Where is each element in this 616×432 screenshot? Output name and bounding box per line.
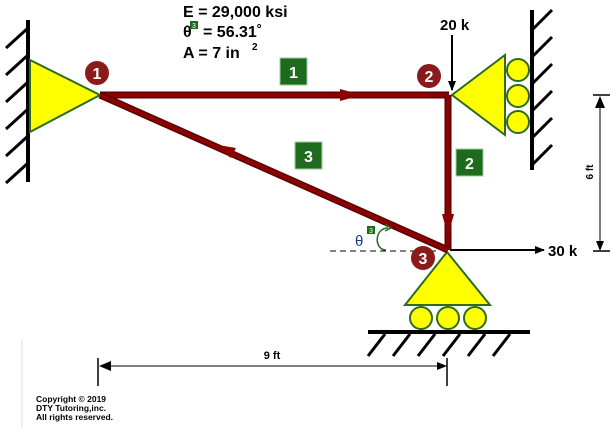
load-label: 20 k: [440, 17, 470, 34]
dimension-label: 6 ft: [585, 164, 596, 180]
member-2-force-arrow-icon: [442, 214, 454, 236]
dimension-9ft: 9 ft: [97, 350, 448, 386]
dimension-label: 9 ft: [264, 350, 281, 362]
dimension-6ft: 6 ft: [585, 94, 610, 252]
node-label-2: 2: [417, 64, 441, 88]
area-text: A = 7 in: [183, 45, 240, 62]
node-label-text: 3: [419, 251, 428, 268]
member-label-1: 1: [279, 57, 308, 86]
member-label-2: 2: [455, 148, 484, 177]
copyright-line: All rights reserved.: [36, 412, 113, 422]
member-1: [100, 89, 449, 101]
member-1-force-arrow-icon: [340, 89, 362, 101]
member-3-force-arrow-icon: [212, 144, 236, 158]
node-label-1: 1: [85, 61, 109, 85]
copyright-line: DTY Tutoring,inc.: [36, 403, 106, 413]
copyright-line: Copyright © 2019: [36, 394, 106, 404]
roller-support-node-3: [366, 250, 530, 357]
theta-symbol: θ: [183, 24, 192, 41]
node-label-text: 1: [93, 66, 102, 83]
theta-subscript: 3: [192, 23, 196, 30]
angle-arc-icon: [376, 227, 389, 251]
load-20k: 20 k: [440, 17, 470, 91]
member-3: [98, 91, 450, 254]
node-label-text: 2: [425, 69, 434, 86]
theta-symbol: θ: [355, 233, 363, 250]
load-label: 30 k: [548, 243, 578, 260]
roller-support-node-2: [450, 8, 554, 170]
angle-theta-3: θ 3: [355, 223, 393, 251]
modulus-text: E = 29,000 ksi: [183, 4, 288, 21]
member-label-text: 3: [304, 149, 313, 166]
theta-value-text: = 56.31˚: [203, 24, 262, 41]
pin-support-node-1: [4, 20, 103, 185]
area-exponent: 2: [252, 42, 258, 53]
node-label-3: 3: [411, 246, 435, 270]
member-label-text: 1: [289, 65, 298, 82]
member-label-text: 2: [465, 156, 474, 173]
theta-subscript: 3: [369, 228, 373, 235]
member-2: [442, 95, 454, 250]
load-30k: 30 k: [450, 243, 578, 260]
copyright-notice: Copyright © 2019 DTY Tutoring,inc. All r…: [36, 394, 113, 422]
material-properties: E = 29,000 ksi θ 3 = 56.31˚ A = 7 in 2: [183, 4, 288, 62]
member-label-3: 3: [294, 141, 323, 170]
